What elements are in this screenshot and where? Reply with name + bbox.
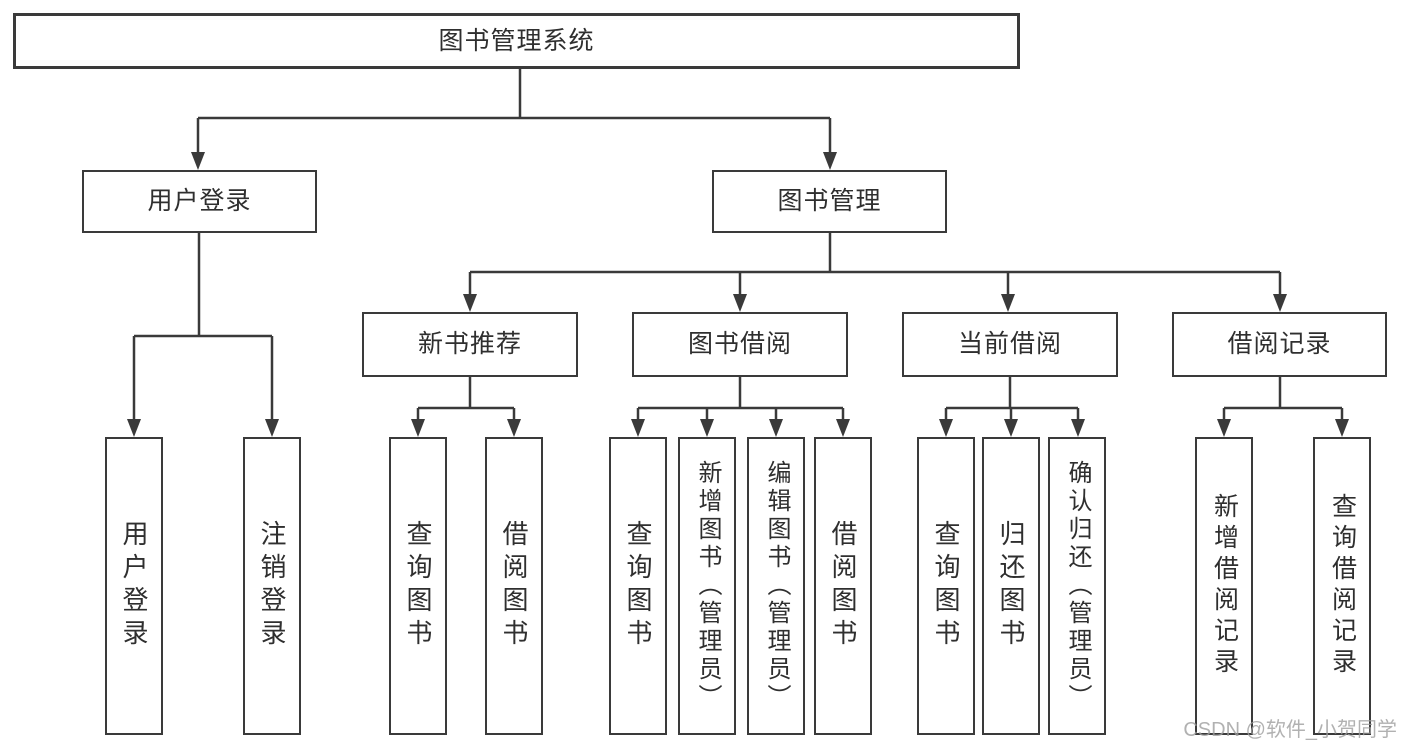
node-user-login: 用户登录 [82,170,317,233]
node-new-book-recommend: 新书推荐 [362,312,578,377]
node-label: 新增借阅记录 [1210,493,1239,679]
node-label: 借阅图书 [828,520,858,652]
leaf-query-books-1: 查询图书 [389,437,447,735]
leaf-query-books-3: 查询图书 [917,437,975,735]
leaf-return-books: 归还图书 [982,437,1040,735]
node-current-borrowing: 当前借阅 [902,312,1118,377]
node-label: 新书推荐 [417,330,522,358]
node-label: 归还图书 [996,520,1026,652]
leaf-user-login: 用户登录 [105,437,163,735]
node-label: 图书管理系统 [438,26,595,55]
leaf-logout: 注销登录 [243,437,301,735]
node-label: 新增图书（管理员） [694,460,721,712]
csdn-watermark: CSDN @软件_小贺同学 [1183,719,1397,741]
leaf-add-borrow-record: 新增借阅记录 [1195,437,1253,735]
leaf-edit-books-admin: 编辑图书（管理员） [747,437,805,735]
node-label: 借阅图书 [499,520,529,652]
node-label: 确认归还（管理员） [1064,460,1091,712]
node-label: 查询图书 [403,520,433,652]
node-label: 当前借阅 [957,330,1062,358]
leaf-add-books-admin: 新增图书（管理员） [678,437,736,735]
node-book-borrowing: 图书借阅 [632,312,848,377]
leaf-query-books-2: 查询图书 [609,437,667,735]
node-label: 查询图书 [623,520,653,652]
node-label: 图书借阅 [687,330,792,358]
node-label: 用户登录 [147,187,252,215]
node-book-management: 图书管理 [712,170,947,233]
node-label: 注销登录 [257,520,287,652]
leaf-borrow-books-1: 借阅图书 [485,437,543,735]
node-library-management-system: 图书管理系统 [13,13,1020,69]
node-borrowing-records: 借阅记录 [1172,312,1387,377]
node-label: 查询借阅记录 [1328,493,1357,679]
leaf-query-borrow-record: 查询借阅记录 [1313,437,1371,735]
node-label: 图书管理 [777,187,882,215]
node-label: 用户登录 [119,520,149,652]
node-label: 编辑图书（管理员） [763,460,790,712]
node-label: 借阅记录 [1227,330,1332,358]
node-label: 查询图书 [931,520,961,652]
leaf-confirm-return-admin: 确认归还（管理员） [1048,437,1106,735]
leaf-borrow-books-2: 借阅图书 [814,437,872,735]
